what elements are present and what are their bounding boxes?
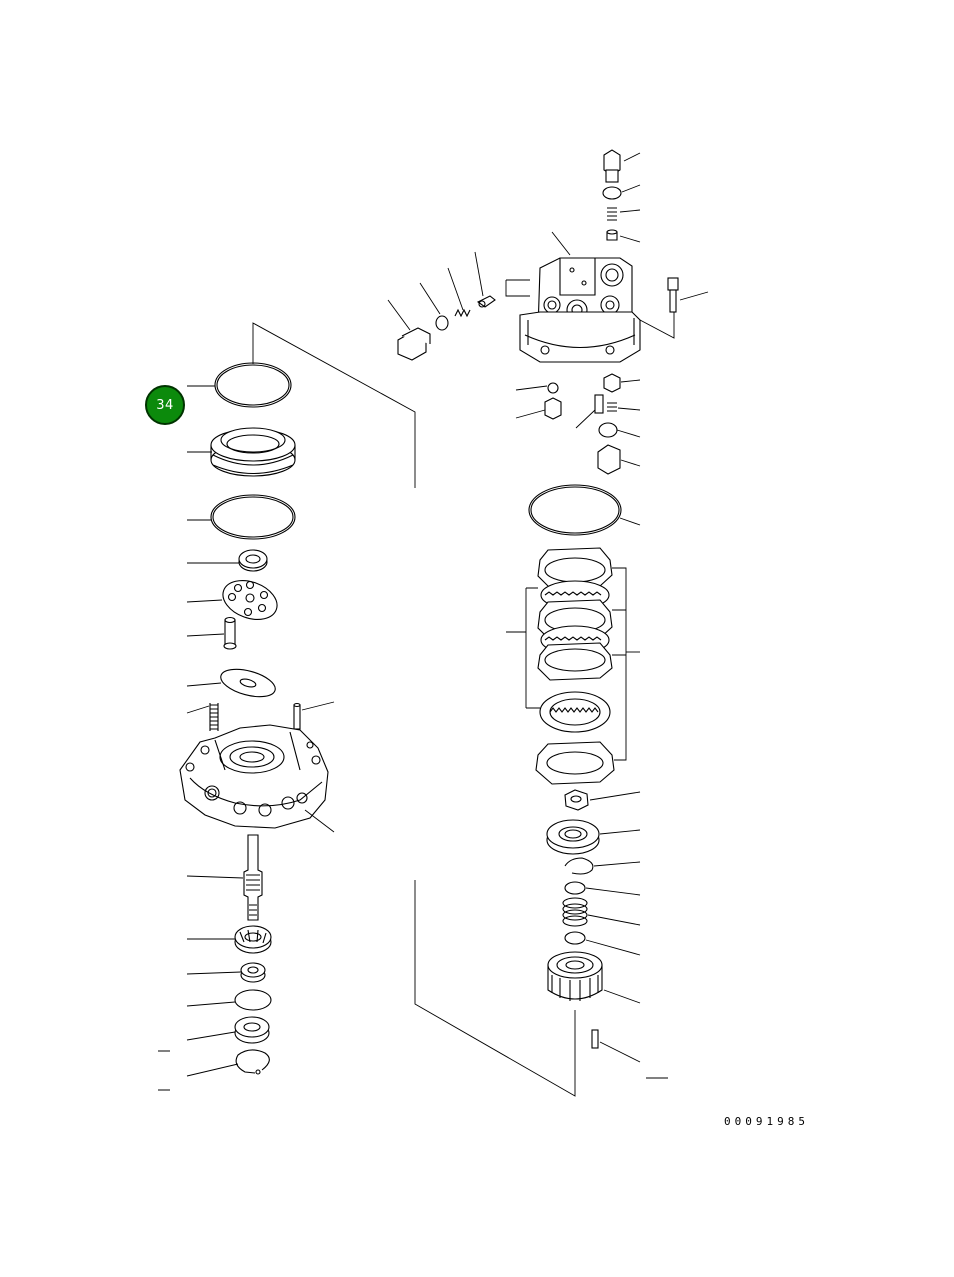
plug-right-block [594,373,621,475]
washer-right-2 [564,931,586,945]
left-assembly [158,322,416,1091]
callout-label: 34 [156,397,174,413]
spring-right [562,897,588,927]
piston [223,616,237,650]
o-ring-valve [435,315,449,331]
separator-plate-4 [535,741,615,785]
check-valve-poppet [476,295,496,308]
drive-shaft [243,834,263,921]
bearing-small [240,962,266,983]
plug-disc [234,989,272,1011]
spring-valve [454,308,471,318]
drawing-number: 00091985 [724,1115,809,1128]
spring-left [209,703,219,731]
pin-left [293,702,301,730]
o-ring-large-right [528,484,622,536]
valve-block [519,257,641,363]
valve-block-assembly [515,149,709,475]
ball-bearing-right [546,819,600,855]
brake-pack [506,484,641,785]
washer-right-1 [564,881,586,895]
plug-bolt-left [397,327,431,361]
oil-seal [234,1016,270,1044]
retainer-plate [222,580,278,620]
roller-bearing [234,925,272,954]
right-lower-parts [414,789,668,1097]
snap-ring-left [235,1049,270,1075]
o-ring-upper-left [214,362,292,408]
separator-plate-3 [537,642,613,681]
snap-ring-right [564,857,594,875]
relief-valve-top [602,149,622,241]
bolt-block [667,277,679,313]
valve-small-parts [387,251,530,361]
hex-nut [564,789,589,811]
friction-plate-3 [539,691,611,733]
plug-left-block [544,382,562,420]
o-ring-middle-left [210,494,296,540]
left-leader-lines [158,322,416,1091]
pin-right [591,1029,599,1049]
swash-plate [220,668,276,698]
needle-bearing [238,549,268,572]
motor-housing [179,724,329,829]
callout-badge[interactable]: 34 [145,385,185,425]
retainer-ring [210,427,296,477]
carrier-assembly [547,951,603,1001]
